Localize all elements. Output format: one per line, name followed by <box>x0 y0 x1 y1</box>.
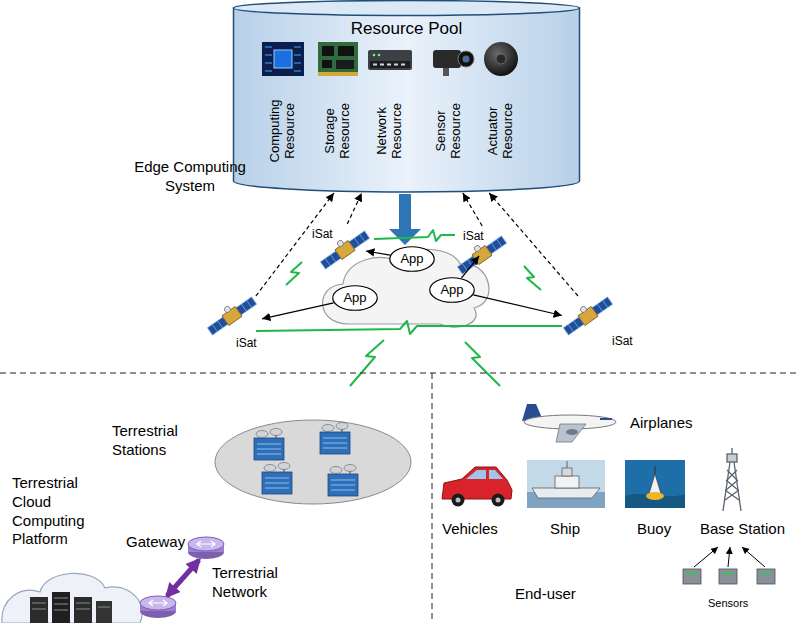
sensor-label: Sensors <box>708 597 748 611</box>
station-label: Terrestrial Stations <box>112 422 207 460</box>
resource-label: Sensor Resource <box>434 85 464 177</box>
wireless-links <box>256 230 562 386</box>
label-slot: Buoy <box>637 520 671 539</box>
label-slot: Network Resource <box>375 85 405 177</box>
sensor-devices <box>683 569 775 584</box>
pool-cylinder <box>234 1 580 193</box>
app-label: App <box>440 283 463 298</box>
satellite-label: iSat <box>312 228 333 242</box>
label-slot: Gateway <box>126 533 185 552</box>
label-slot: Sensors <box>708 597 748 611</box>
sensor-uplinks <box>694 547 765 567</box>
app-outline-shape <box>390 247 435 272</box>
label-slot: Actuator Resource <box>486 85 516 177</box>
label-slot: Computing Resource <box>268 85 298 177</box>
base-station-label: Base Station <box>700 520 785 539</box>
airplane-icon <box>522 404 616 442</box>
terrestrial-cloud <box>2 573 142 623</box>
resource-request-arrow <box>489 193 578 296</box>
buoy-icon <box>625 460 685 508</box>
platform-label: Terrestrial Cloud Computing Platform <box>12 474 94 549</box>
satellite-label: iSat <box>463 230 484 244</box>
satellite-node: iSat <box>206 296 262 354</box>
label-slot: Vehicles <box>442 520 498 539</box>
vehicle-icon <box>442 467 512 507</box>
vehicle-label: Vehicles <box>442 520 498 539</box>
resource-label: Network Resource <box>375 85 405 177</box>
network-icon <box>368 50 412 70</box>
label-slot: Ship <box>550 520 580 539</box>
end-user-label: End-user <box>515 585 576 604</box>
app-ellipse: App <box>332 285 378 311</box>
label-slot: Storage Resource <box>323 85 353 177</box>
actuator-icon <box>484 42 518 76</box>
pool-title: Resource Pool <box>233 19 580 39</box>
app-ellipse: App <box>389 246 435 272</box>
computing-icon <box>262 42 304 76</box>
resource-request-arrow <box>256 193 334 296</box>
buoy-label: Buoy <box>637 520 671 539</box>
region-separator <box>0 373 799 623</box>
label-slot: Terrestrial Cloud Computing Platform <box>12 474 94 549</box>
satellite-node: iSat <box>562 296 644 354</box>
tower-icon <box>723 448 741 511</box>
resource-request-arrow <box>463 193 482 226</box>
deploy-arrow <box>461 256 479 278</box>
app-outline-shape <box>333 286 378 311</box>
deploy-arrow <box>262 303 334 319</box>
gateway-label: Gateway <box>126 533 185 552</box>
label-slot: End-user <box>515 585 576 604</box>
label-slot: Terrestrial Network <box>212 564 302 602</box>
app-cloud <box>323 249 489 327</box>
resource-request-arrow <box>347 193 361 224</box>
deploy-arrow <box>366 251 390 255</box>
sensor-icon <box>433 50 474 76</box>
satellite-label: iSat <box>236 337 257 351</box>
ship-icon <box>527 460 605 508</box>
network-link <box>167 560 199 596</box>
satellite-label: iSat <box>612 335 633 349</box>
satellite-node: iSat <box>308 224 366 268</box>
resource-label: Actuator Resource <box>486 85 516 177</box>
app-label: App <box>400 252 423 267</box>
deploy-arrow <box>473 295 562 316</box>
network-label: Terrestrial Network <box>212 564 302 602</box>
storage-icon <box>318 42 358 76</box>
system-label: Edge Computing System <box>128 158 252 196</box>
label-slot: Sensor Resource <box>434 85 464 177</box>
airplane-label: Airplanes <box>630 414 693 433</box>
resource-label: Storage Resource <box>323 85 353 177</box>
label-slot: Base Station <box>700 520 785 539</box>
resource-pool: Resource Pool <box>233 1 580 193</box>
resource-label: Computing Resource <box>268 85 298 177</box>
app-label: App <box>343 291 366 306</box>
satellite-node: iSat <box>458 226 524 256</box>
label-slot: Airplanes <box>630 414 693 433</box>
label-slot: Terrestrial Stations <box>112 422 207 460</box>
app-ellipse: App <box>429 277 475 303</box>
ship-label: Ship <box>550 520 580 539</box>
label-slot: Edge Computing System <box>128 158 252 196</box>
app-outline-shape <box>430 278 475 303</box>
station-area <box>215 420 411 504</box>
